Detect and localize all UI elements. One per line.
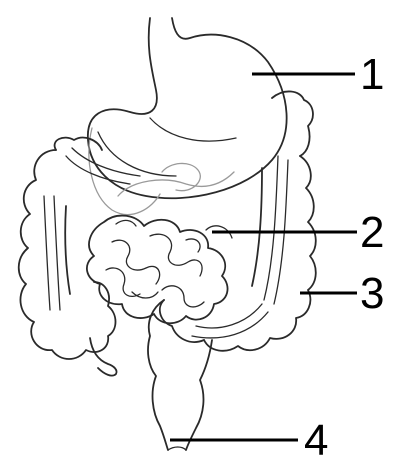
label-2: 2 (360, 208, 384, 257)
large-intestine (19, 91, 316, 375)
label-3: 3 (360, 269, 384, 318)
rectum (148, 300, 212, 450)
label-4: 4 (304, 416, 328, 461)
label-1: 1 (360, 50, 384, 99)
